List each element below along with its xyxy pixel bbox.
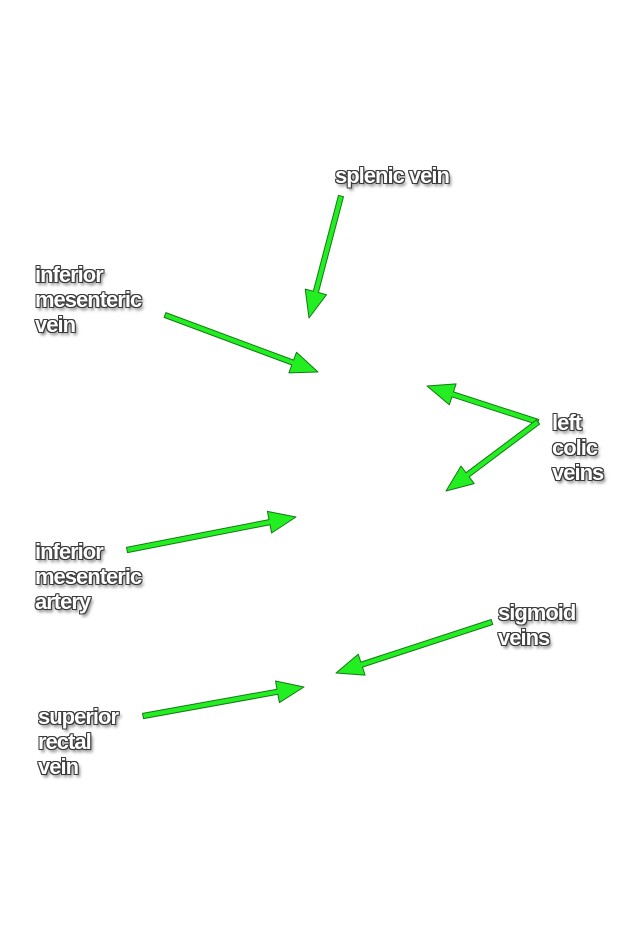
label-line: colic bbox=[552, 435, 598, 460]
label-line: artery bbox=[35, 589, 91, 614]
arrow-left-colic-vein-lower bbox=[445, 419, 541, 492]
label-line: vein bbox=[38, 754, 79, 779]
label-line: superior bbox=[38, 704, 119, 729]
label-line: rectal bbox=[38, 729, 92, 754]
arrow-superior-rectal-vein bbox=[142, 680, 305, 720]
label-line: veins bbox=[498, 625, 550, 650]
arrow-sigmoid-veins bbox=[335, 619, 494, 676]
arrow-inferior-mesenteric-vein bbox=[163, 312, 319, 374]
label-line: inferior bbox=[35, 539, 104, 564]
label-line: mesenteric bbox=[35, 287, 142, 312]
label-line: vein bbox=[35, 312, 76, 337]
label-left-colic-veins: left colic veins bbox=[552, 410, 604, 485]
label-inferior-mesenteric-vein: inferior mesenteric vein bbox=[35, 262, 142, 337]
label-line: splenic vein bbox=[335, 163, 450, 188]
label-superior-rectal-vein: superior rectal vein bbox=[38, 704, 119, 779]
label-sigmoid-veins: sigmoid veins bbox=[498, 600, 576, 650]
label-line: left bbox=[552, 410, 582, 435]
label-inferior-mesenteric-artery: inferior mesenteric artery bbox=[35, 539, 142, 614]
arrow-splenic-vein bbox=[304, 194, 344, 319]
arrow-left-colic-vein-upper bbox=[426, 383, 540, 425]
label-line: sigmoid bbox=[498, 600, 576, 625]
label-line: mesenteric bbox=[35, 564, 142, 589]
label-splenic-vein: splenic vein bbox=[335, 163, 450, 188]
arrow-inferior-mesenteric-artery bbox=[126, 510, 297, 554]
label-line: veins bbox=[552, 460, 604, 485]
label-line: inferior bbox=[35, 262, 104, 287]
